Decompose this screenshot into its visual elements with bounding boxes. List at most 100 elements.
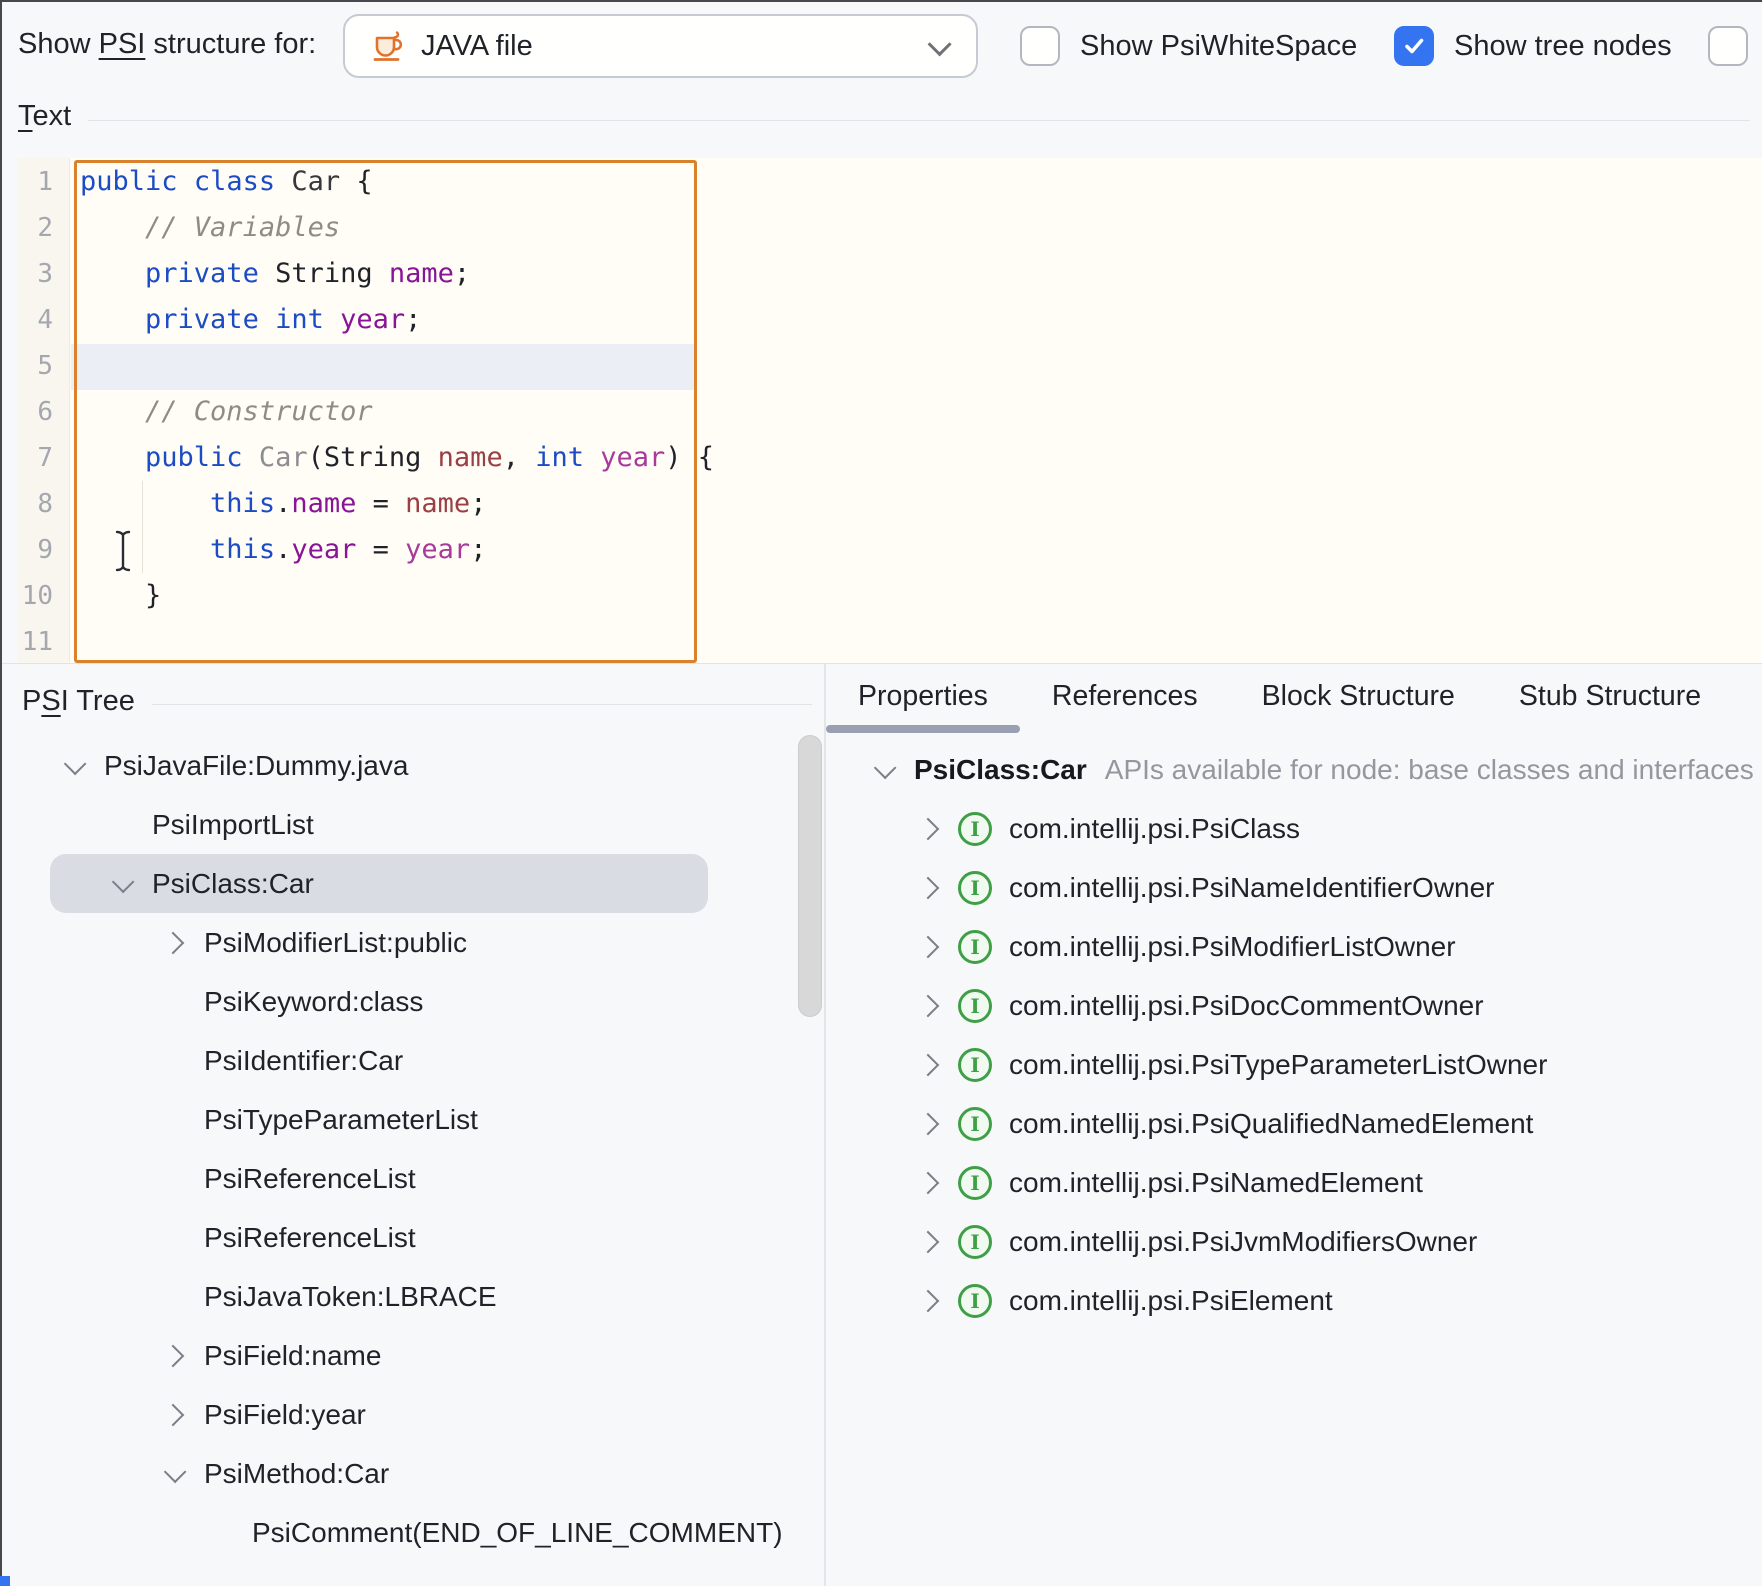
psi-tree-label-mnemonic: S: [41, 685, 60, 717]
tree-row-label: PsiJavaToken:LBRACE: [204, 1281, 497, 1313]
api-item-label: com.intellij.psi.PsiElement: [1009, 1285, 1333, 1317]
show-tree-nodes-label: Show tree nodes: [1454, 30, 1672, 63]
api-item-label: com.intellij.psi.PsiModifierListOwner: [1009, 931, 1456, 963]
show-psiwhitespace-option: Show PsiWhiteSpace: [1020, 26, 1357, 66]
psi-tree-label-pre: P: [22, 685, 41, 717]
tree-row[interactable]: PsiModifierList:public: [2, 913, 824, 972]
chevron-right-icon[interactable]: [915, 1175, 941, 1191]
tab-block-structure[interactable]: Block Structure: [1230, 663, 1487, 733]
chevron-down-icon[interactable]: [108, 876, 134, 892]
api-list-item[interactable]: Icom.intellij.psi.PsiQualifiedNamedEleme…: [826, 1094, 1762, 1153]
tree-row[interactable]: PsiReferenceList: [2, 1149, 824, 1208]
interface-icon: I: [958, 1225, 992, 1259]
code-line[interactable]: }: [18, 573, 1762, 619]
tree-row-label: PsiReferenceList: [204, 1163, 416, 1195]
node-header-row[interactable]: PsiClass:Car APIs available for node: ba…: [826, 740, 1762, 799]
interface-icon: I: [958, 871, 992, 905]
api-item-label: com.intellij.psi.PsiJvmModifiersOwner: [1009, 1226, 1477, 1258]
api-list-item[interactable]: Icom.intellij.psi.PsiDocCommentOwner: [826, 976, 1762, 1035]
tree-row-label: PsiImportList: [152, 809, 314, 841]
tree-row[interactable]: PsiJavaFile:Dummy.java: [2, 736, 824, 795]
show-psi-structure-label: Show PSI structure for:: [18, 28, 316, 61]
tree-row-label: PsiComment(END_OF_LINE_COMMENT): [252, 1517, 783, 1549]
api-list-item[interactable]: Icom.intellij.psi.PsiModifierListOwner: [826, 917, 1762, 976]
chevron-right-icon[interactable]: [160, 935, 186, 951]
chevron-right-icon[interactable]: [915, 1057, 941, 1073]
show-psiwhitespace-checkbox[interactable]: [1020, 26, 1060, 66]
window-border-top: [0, 0, 1762, 2]
psi-tree-label-post: I Tree: [61, 685, 135, 717]
tree-scrollbar-thumb[interactable]: [798, 735, 822, 1017]
api-item-label: com.intellij.psi.PsiTypeParameterListOwn…: [1009, 1049, 1547, 1081]
tree-row[interactable]: PsiIdentifier:Car: [2, 1031, 824, 1090]
tree-row-label: PsiTypeParameterList: [204, 1104, 478, 1136]
chevron-right-icon[interactable]: [915, 1293, 941, 1309]
api-list-item[interactable]: Icom.intellij.psi.PsiElement: [826, 1271, 1762, 1330]
chevron-right-icon[interactable]: [915, 1234, 941, 1250]
third-checkbox[interactable]: [1708, 26, 1748, 66]
topbar: Show PSI structure for: JAVA file Show P…: [0, 0, 1762, 92]
code-line[interactable]: private int year;: [18, 297, 1762, 343]
interface-icon: I: [958, 1107, 992, 1141]
tab-references[interactable]: References: [1020, 663, 1230, 733]
code-line[interactable]: [18, 343, 1762, 389]
chevron-down-icon[interactable]: [160, 1466, 186, 1482]
api-list-item[interactable]: Icom.intellij.psi.PsiNameIdentifierOwner: [826, 858, 1762, 917]
chevron-right-icon[interactable]: [915, 821, 941, 837]
java-file-icon: [367, 26, 407, 66]
tree-row[interactable]: PsiComment(END_OF_LINE_COMMENT): [2, 1503, 824, 1562]
chevron-right-icon[interactable]: [915, 998, 941, 1014]
tree-row[interactable]: PsiKeyword:class: [2, 972, 824, 1031]
tab-stub-structure[interactable]: Stub Structure: [1487, 663, 1733, 733]
code-lines[interactable]: public class Car { // Variables private …: [18, 159, 1762, 665]
tree-row-label: PsiKeyword:class: [204, 986, 423, 1018]
api-item-label: com.intellij.psi.PsiQualifiedNamedElemen…: [1009, 1108, 1533, 1140]
code-line[interactable]: this.name = name;: [18, 481, 1762, 527]
interface-icon: I: [958, 989, 992, 1023]
check-icon: [1401, 33, 1427, 59]
code-line[interactable]: private String name;: [18, 251, 1762, 297]
tab-properties[interactable]: Properties: [826, 663, 1020, 733]
code-line[interactable]: public Car(String name, int year) {: [18, 435, 1762, 481]
interface-icon: I: [958, 1048, 992, 1082]
code-line[interactable]: [18, 619, 1762, 665]
chevron-right-icon[interactable]: [915, 1116, 941, 1132]
chevron-right-icon[interactable]: [160, 1348, 186, 1364]
code-line[interactable]: // Constructor: [18, 389, 1762, 435]
tree-row[interactable]: PsiClass:Car: [50, 854, 708, 913]
bottom-left-accent: [0, 1576, 10, 1586]
code-editor[interactable]: 1234567891011 public class Car { // Vari…: [18, 158, 1762, 663]
code-line[interactable]: this.year = year;: [18, 527, 1762, 573]
chevron-down-icon[interactable]: [870, 762, 896, 778]
chevron-right-icon[interactable]: [915, 880, 941, 896]
psi-tree: PsiJavaFile:Dummy.javaPsiImportListPsiCl…: [2, 736, 824, 1562]
show-tree-nodes-checkbox[interactable]: [1394, 26, 1434, 66]
chevron-down-icon[interactable]: [60, 758, 86, 774]
label-mnemonic: PSI: [99, 28, 146, 60]
tree-row-label: PsiModifierList:public: [204, 927, 467, 959]
tree-row[interactable]: PsiJavaToken:LBRACE: [2, 1267, 824, 1326]
tree-row-label: PsiJavaFile:Dummy.java: [104, 750, 408, 782]
tree-row[interactable]: PsiTypeParameterList: [2, 1090, 824, 1149]
chevron-right-icon[interactable]: [160, 1407, 186, 1423]
api-list-item[interactable]: Icom.intellij.psi.PsiClass: [826, 799, 1762, 858]
tree-row[interactable]: PsiImportList: [2, 795, 824, 854]
show-psiwhitespace-label: Show PsiWhiteSpace: [1080, 30, 1357, 63]
api-item-label: com.intellij.psi.PsiNameIdentifierOwner: [1009, 872, 1495, 904]
api-list-item[interactable]: Icom.intellij.psi.PsiJvmModifiersOwner: [826, 1212, 1762, 1271]
tree-row[interactable]: PsiField:year: [2, 1385, 824, 1444]
tree-row[interactable]: PsiField:name: [2, 1326, 824, 1385]
tree-row[interactable]: PsiMethod:Car: [2, 1444, 824, 1503]
dropdown-value: JAVA file: [421, 30, 915, 63]
api-list-item[interactable]: Icom.intellij.psi.PsiTypeParameterListOw…: [826, 1035, 1762, 1094]
chevron-right-icon[interactable]: [915, 939, 941, 955]
api-list-item[interactable]: Icom.intellij.psi.PsiNamedElement: [826, 1153, 1762, 1212]
tree-row[interactable]: PsiReferenceList: [2, 1208, 824, 1267]
file-type-dropdown[interactable]: JAVA file: [343, 14, 978, 78]
node-subtitle: APIs available for node: base classes an…: [1105, 754, 1754, 786]
interface-icon: I: [958, 1284, 992, 1318]
code-line[interactable]: public class Car {: [18, 159, 1762, 205]
label-post: structure for:: [145, 28, 316, 60]
code-line[interactable]: // Variables: [18, 205, 1762, 251]
